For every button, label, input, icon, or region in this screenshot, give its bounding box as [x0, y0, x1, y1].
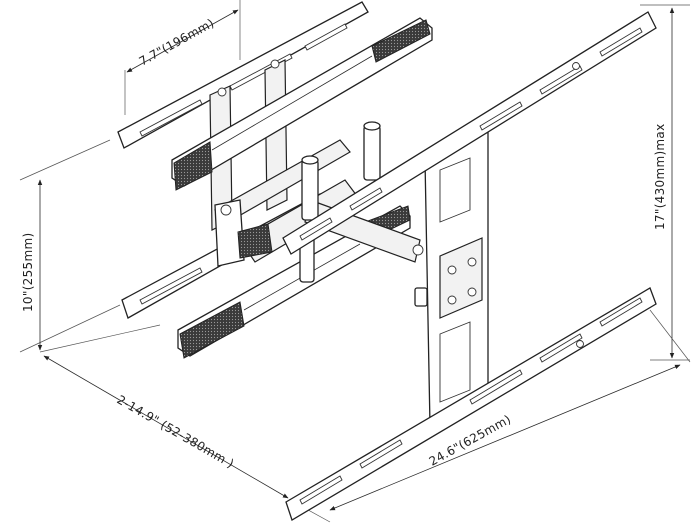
pivot-cylinder-1 [301, 155, 319, 221]
pivot-bolt-1 [220, 204, 232, 216]
arm-hinge-block [214, 199, 245, 267]
upper-arm-bracket [171, 17, 433, 191]
tv-rail-top [282, 11, 657, 255]
hub-bolt-3 [447, 295, 457, 305]
locking-knob [414, 287, 428, 307]
tv-rail-bottom [285, 287, 657, 521]
dim-label-top-width: 7.7"(196mm) [137, 16, 217, 69]
rail-bottom-screw [576, 340, 584, 348]
pivot-cylinder-2 [363, 121, 381, 181]
hub-bolt-2 [467, 257, 477, 267]
rail-top-screw [572, 62, 580, 70]
dim-label-height-max: 17"(430mm)max [653, 124, 667, 230]
tv-plate-vertical [424, 130, 489, 427]
arm-hinge-mesh [237, 223, 273, 259]
dim-label-left-height: 10"(255mm) [21, 233, 35, 312]
bolt-top-right [270, 59, 280, 69]
dim-label-extension: 2-14.9" (52-380mm ) [115, 392, 237, 471]
hub-bolt-4 [467, 287, 477, 297]
dimension-height-max: 17"(430mm)max [640, 4, 690, 361]
lower-arm-bracket [177, 205, 411, 359]
dimension-left-height: 10"(255mm) [19, 139, 121, 353]
articulating-arms [214, 121, 424, 283]
hub-bolt-1 [447, 265, 457, 275]
pivot-bolt-2 [412, 244, 424, 256]
dimension-bottom-width: 24.6"(625mm) [289, 309, 691, 523]
bolt-top-left [217, 87, 227, 97]
dimension-extension: 2-14.9" (52-380mm ) [39, 324, 289, 499]
